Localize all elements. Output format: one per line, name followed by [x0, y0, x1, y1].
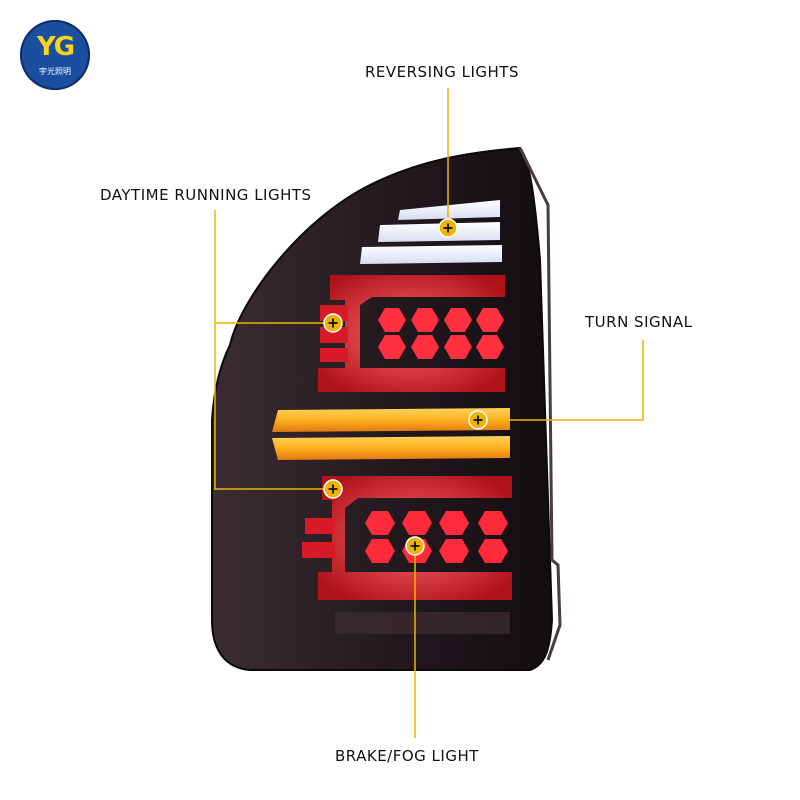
callout-markers	[323, 218, 488, 556]
brake-marker	[405, 536, 425, 556]
logo-mark: YG	[36, 32, 75, 62]
brake-fog-light-label: BRAKE/FOG LIGHT	[335, 747, 479, 765]
reversing-lights-label: REVERSING LIGHTS	[365, 63, 519, 81]
turn-marker	[468, 410, 488, 430]
callout-lines	[214, 88, 644, 738]
reversing-light-bars	[360, 200, 502, 264]
upper-led-cluster	[378, 308, 504, 359]
turn-signal-bars	[272, 408, 510, 460]
brand-logo: YG 宇光照明	[20, 20, 90, 90]
upper-red-drl	[318, 275, 505, 392]
lower-led-cluster	[365, 511, 508, 563]
logo-subtitle: 宇光照明	[39, 67, 71, 76]
turn-signal-label: TURN SIGNAL	[585, 313, 693, 331]
drl-marker-upper	[323, 313, 343, 333]
drl-marker-lower	[323, 479, 343, 499]
reversing-marker	[438, 218, 458, 238]
daytime-running-lights-label: DAYTIME RUNNING LIGHTS	[100, 186, 312, 204]
